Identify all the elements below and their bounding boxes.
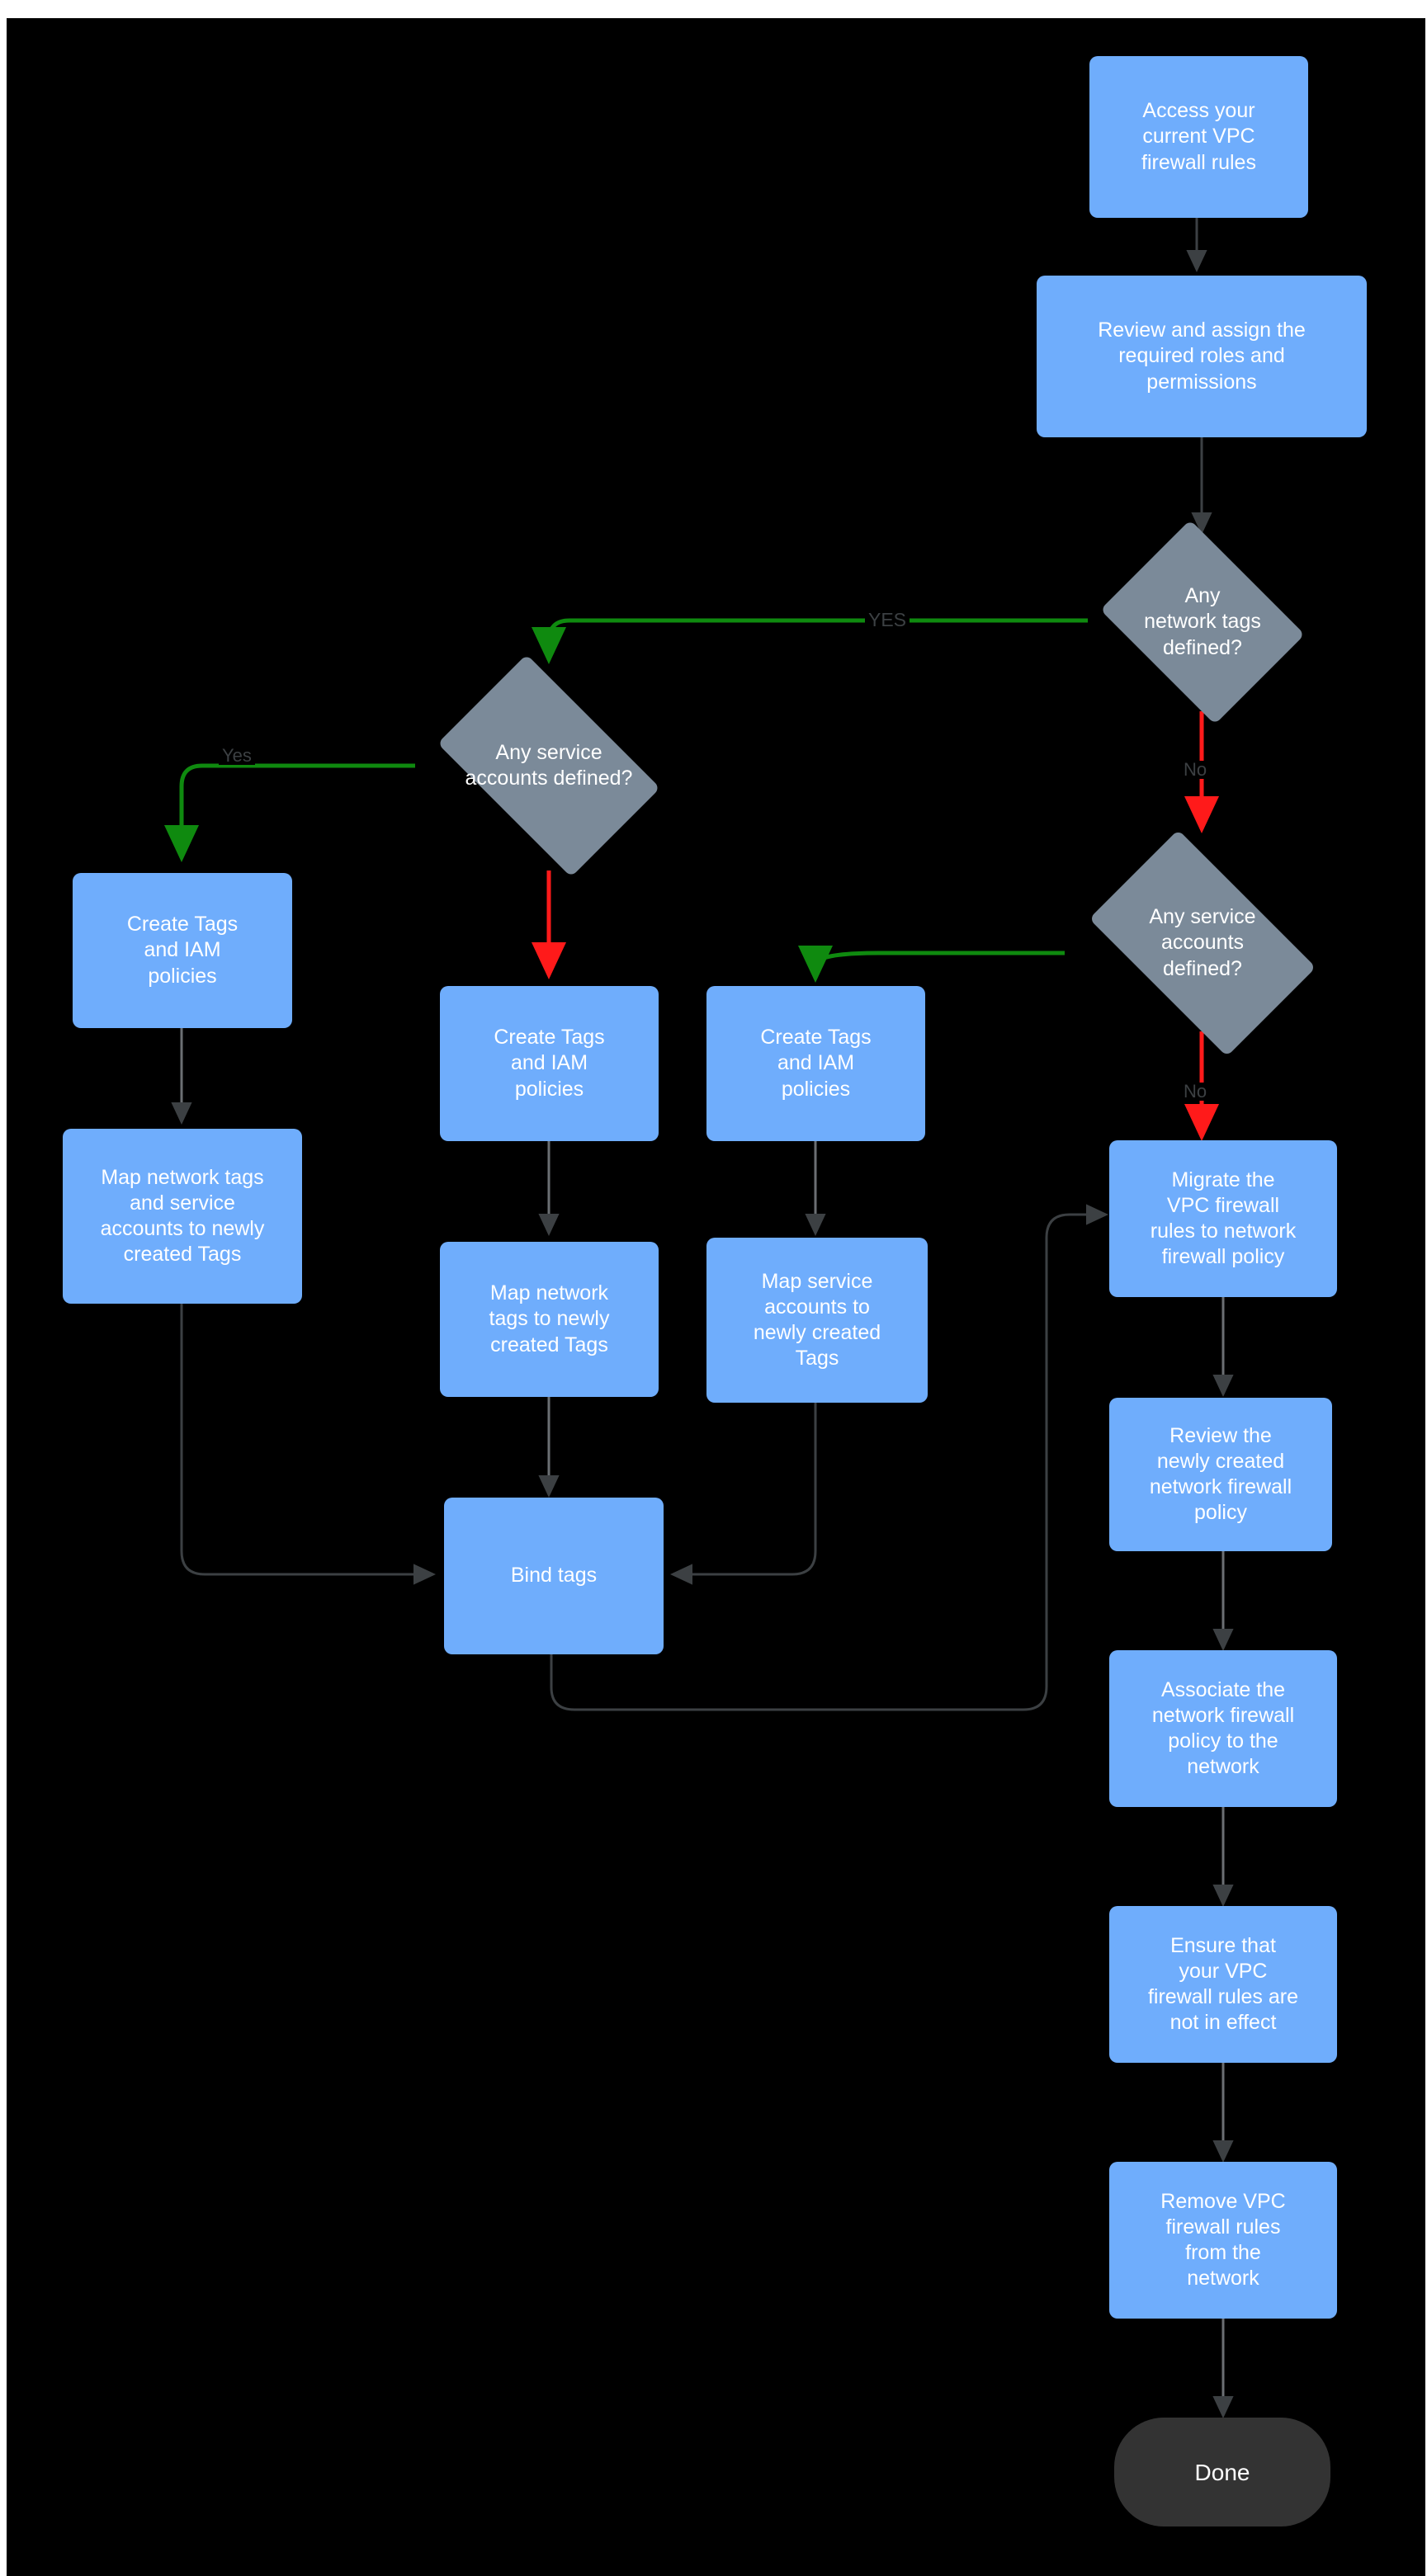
edge-label-yes-service-accounts: Yes: [219, 747, 255, 765]
edge-service-accounts-left-yes: [164, 763, 415, 862]
edge-map-left-to-bind: [180, 1304, 436, 1585]
node-associate-policy[interactable]: Associate the network firewall policy to…: [1109, 1650, 1337, 1807]
node-any-service-accounts-right[interactable]: Any service accounts defined?: [1065, 829, 1340, 1057]
edge-map-right-to-bind: [670, 1403, 817, 1585]
node-label: Any service accounts defined?: [465, 740, 633, 790]
node-map-network-tags[interactable]: Map network tags to newly created Tags: [440, 1242, 659, 1397]
node-any-service-accounts-left[interactable]: Any service accounts defined?: [415, 654, 683, 877]
node-remove-rules[interactable]: Remove VPC firewall rules from the netwo…: [1109, 2162, 1337, 2319]
node-create-tags-iam-middle[interactable]: Create Tags and IAM policies: [440, 986, 659, 1141]
edge-label-no-service-accounts: No: [1180, 1083, 1211, 1101]
node-access-vpc[interactable]: Access your current VPC firewall rules: [1089, 56, 1308, 218]
right-margin-strip: [1425, 0, 1427, 2576]
node-map-network-and-service[interactable]: Map network tags and service accounts to…: [63, 1129, 302, 1304]
edge-service-accounts-right-yes: [798, 946, 1065, 983]
node-create-tags-iam-right[interactable]: Create Tags and IAM policies: [706, 986, 925, 1141]
node-ensure-not-in-effect[interactable]: Ensure that your VPC firewall rules are …: [1109, 1906, 1337, 2063]
edge-label-no-network-tags: No: [1180, 761, 1211, 779]
node-done[interactable]: Done: [1114, 2418, 1330, 2526]
node-map-service-accounts[interactable]: Map service accounts to newly created Ta…: [706, 1238, 928, 1403]
node-label: Any network tags defined?: [1144, 584, 1261, 659]
edge-network-tags-yes: [532, 618, 1088, 664]
node-create-tags-iam-left[interactable]: Create Tags and IAM policies: [73, 873, 292, 1028]
node-review-roles[interactable]: Review and assign the required roles and…: [1037, 276, 1367, 437]
edge-label-yes-network-tags: YES: [865, 611, 910, 630]
node-label: Any service accounts defined?: [1149, 905, 1256, 980]
node-any-network-tags[interactable]: Any network tags defined?: [1088, 520, 1317, 724]
node-migrate-rules[interactable]: Migrate the VPC firewall rules to networ…: [1109, 1140, 1337, 1297]
top-margin-strip: [0, 0, 1427, 18]
left-margin-strip: [0, 0, 7, 2576]
node-bind-tags[interactable]: Bind tags: [444, 1498, 664, 1654]
node-review-policy[interactable]: Review the newly created network firewal…: [1109, 1398, 1332, 1551]
